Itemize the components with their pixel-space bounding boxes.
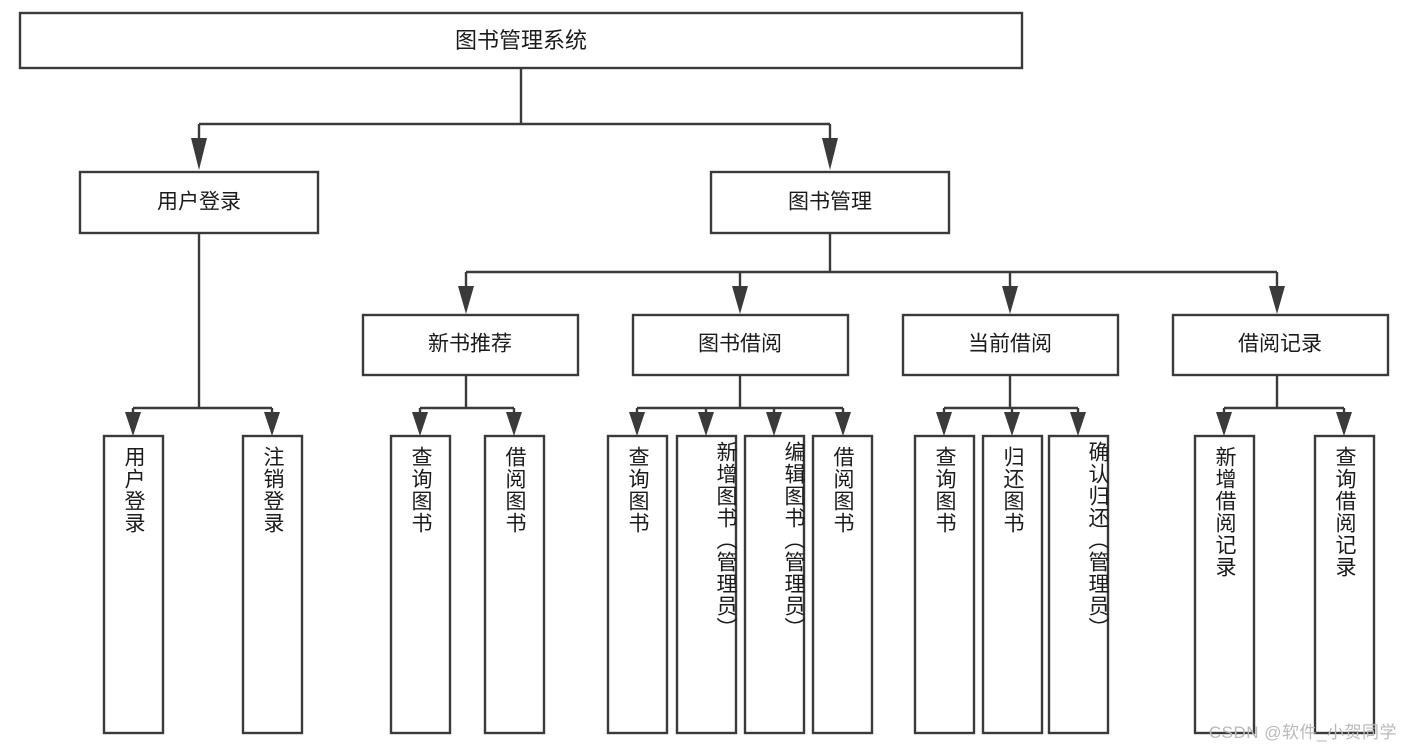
leaf-boxes-user-login bbox=[102, 434, 304, 735]
arrowhead-bb-leaf-1 bbox=[629, 412, 645, 436]
csdn-watermark: CSDN @软件_小贺同学 bbox=[1208, 723, 1397, 742]
node-new-book-recommend-label: 新书推荐 bbox=[428, 333, 512, 356]
leaf-box-cb-confirm-return[interactable] bbox=[1047, 434, 1110, 735]
leaf-box-nb-query-book[interactable] bbox=[389, 434, 452, 735]
node-current-borrow-box[interactable] bbox=[901, 313, 1120, 377]
leaf-box-bb-edit-book[interactable] bbox=[743, 434, 806, 735]
arrowhead-user-login bbox=[191, 138, 207, 170]
leaf-boxes-book-borrow bbox=[606, 434, 874, 735]
node-book-manage-box[interactable] bbox=[709, 170, 951, 235]
leaf-box-bb-add-book[interactable] bbox=[675, 434, 738, 735]
leaf-box-user-login[interactable] bbox=[102, 434, 165, 735]
connectors-user-login-to-leaves bbox=[125, 233, 280, 436]
node-root-system[interactable]: 图书管理系统 bbox=[18, 11, 1024, 70]
leaf-box-br-add-record[interactable] bbox=[1193, 434, 1256, 735]
leaf-box-bb-query-book[interactable] bbox=[606, 434, 669, 735]
arrowhead-book-manage bbox=[822, 138, 838, 170]
arrowhead-leaf-logout bbox=[264, 412, 280, 436]
node-new-book-recommend[interactable]: 新书推荐 bbox=[361, 313, 580, 377]
connectors-root-to-level1 bbox=[191, 68, 838, 170]
node-current-borrow-label: 当前借阅 bbox=[968, 333, 1052, 356]
arrowhead-bb-leaf-2 bbox=[698, 412, 714, 436]
arrowhead-nb-leaf-1 bbox=[412, 412, 428, 436]
leaf-box-cb-query-book[interactable] bbox=[913, 434, 976, 735]
leaf-box-br-query-record[interactable] bbox=[1313, 434, 1376, 735]
node-book-borrow-box[interactable] bbox=[631, 313, 850, 377]
arrowhead-nb-leaf-2 bbox=[506, 412, 522, 436]
connectors-borrow-record-to-leaves bbox=[1216, 375, 1352, 436]
node-root-label: 图书管理系统 bbox=[455, 28, 587, 53]
arrowhead-br-leaf-2 bbox=[1336, 412, 1352, 436]
node-borrow-record-label: 借阅记录 bbox=[1238, 333, 1322, 356]
arrowhead-bb-leaf-3 bbox=[766, 412, 782, 436]
leaf-boxes-new-book bbox=[389, 434, 546, 735]
leaf-box-nb-borrow-book[interactable] bbox=[483, 434, 546, 735]
arrowhead-br-leaf-1 bbox=[1216, 412, 1232, 436]
node-book-borrow[interactable]: 图书借阅 bbox=[631, 313, 850, 377]
leaf-boxes-borrow-record bbox=[1193, 434, 1376, 735]
node-book-manage-label: 图书管理 bbox=[788, 191, 872, 214]
connectors-book-borrow-to-leaves bbox=[629, 375, 851, 436]
node-borrow-record[interactable]: 借阅记录 bbox=[1171, 313, 1390, 377]
connectors-book-manage-to-level2 bbox=[458, 233, 1285, 314]
node-new-book-recommend-box[interactable] bbox=[361, 313, 580, 377]
node-current-borrow[interactable]: 当前借阅 bbox=[901, 313, 1120, 377]
connectors-new-book-to-leaves bbox=[412, 375, 522, 436]
arrowhead-leaf-user-login bbox=[125, 412, 141, 436]
node-user-login-label: 用户登录 bbox=[157, 191, 241, 214]
arrowhead-cb-leaf-2 bbox=[1004, 412, 1020, 436]
connectors-current-borrow-to-leaves bbox=[936, 375, 1086, 436]
arrowhead-borrow-record bbox=[1269, 286, 1285, 314]
leaf-boxes-current-borrow bbox=[913, 434, 1110, 735]
leaf-box-logout[interactable] bbox=[241, 434, 304, 735]
arrowhead-bb-leaf-4 bbox=[835, 412, 851, 436]
arrowhead-book-borrow bbox=[732, 286, 748, 314]
arrowhead-cb-leaf-3 bbox=[1070, 412, 1086, 436]
arrowhead-current-borrow bbox=[1002, 286, 1018, 314]
arrowhead-new-book bbox=[458, 286, 474, 314]
node-user-login[interactable]: 用户登录 bbox=[78, 170, 320, 235]
arrowhead-cb-leaf-1 bbox=[936, 412, 952, 436]
node-root-box[interactable] bbox=[18, 11, 1024, 70]
leaf-box-bb-borrow-book[interactable] bbox=[811, 434, 874, 735]
node-book-borrow-label: 图书借阅 bbox=[698, 333, 782, 356]
node-book-manage[interactable]: 图书管理 bbox=[709, 170, 951, 235]
node-user-login-box[interactable] bbox=[78, 170, 320, 235]
leaf-box-cb-return-book[interactable] bbox=[981, 434, 1044, 735]
node-borrow-record-box[interactable] bbox=[1171, 313, 1390, 377]
